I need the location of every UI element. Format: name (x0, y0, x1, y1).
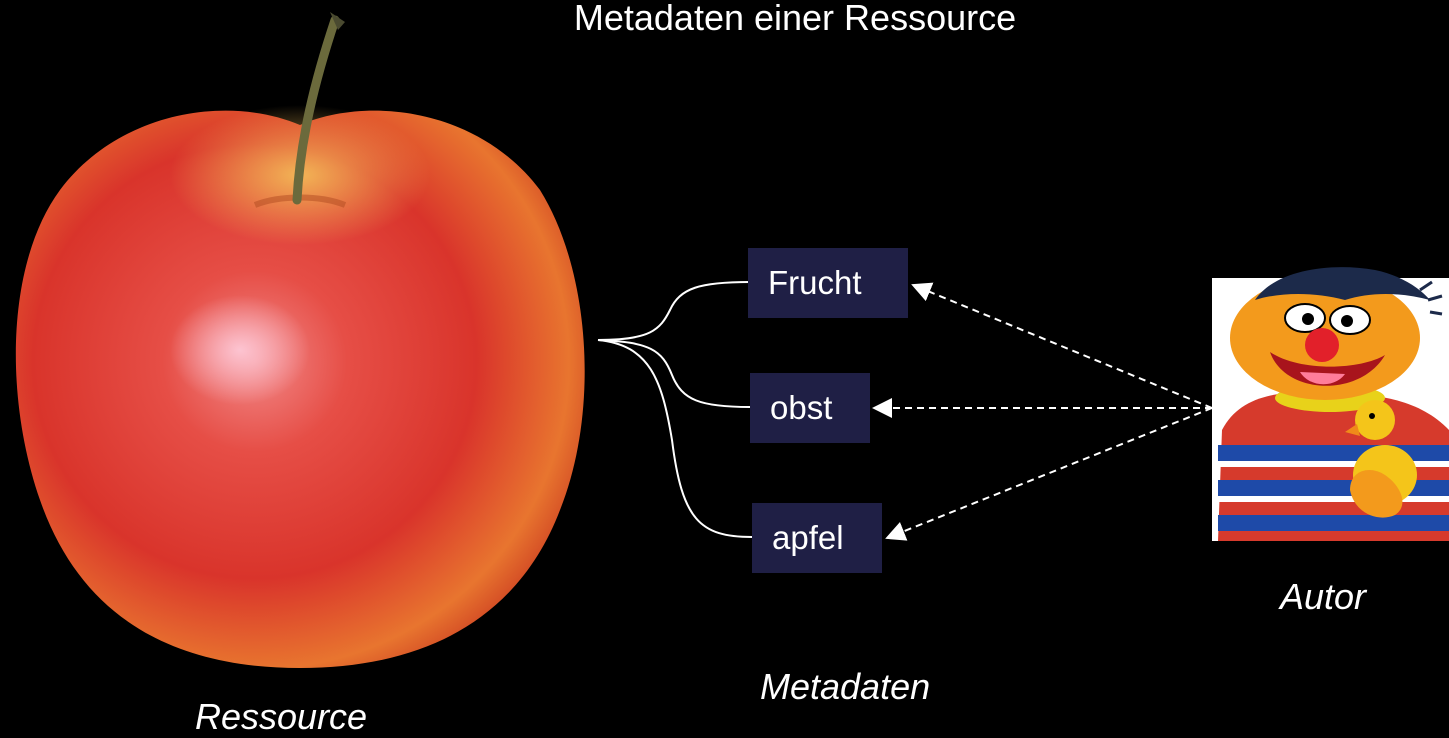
apple-image (16, 12, 585, 668)
author-image (1212, 267, 1449, 541)
metadata-caption: Metadaten (760, 666, 930, 708)
arrow-to-apfel (887, 408, 1212, 538)
resource-brace (598, 282, 752, 537)
arrow-to-frucht (913, 285, 1212, 408)
author-arrows (874, 285, 1212, 538)
metadata-tag-obst: obst (750, 373, 870, 443)
metadata-tag-apfel: apfel (752, 503, 882, 573)
resource-caption: Ressource (195, 696, 367, 738)
metadata-tag-frucht: Frucht (748, 248, 908, 318)
author-caption: Autor (1280, 576, 1366, 618)
